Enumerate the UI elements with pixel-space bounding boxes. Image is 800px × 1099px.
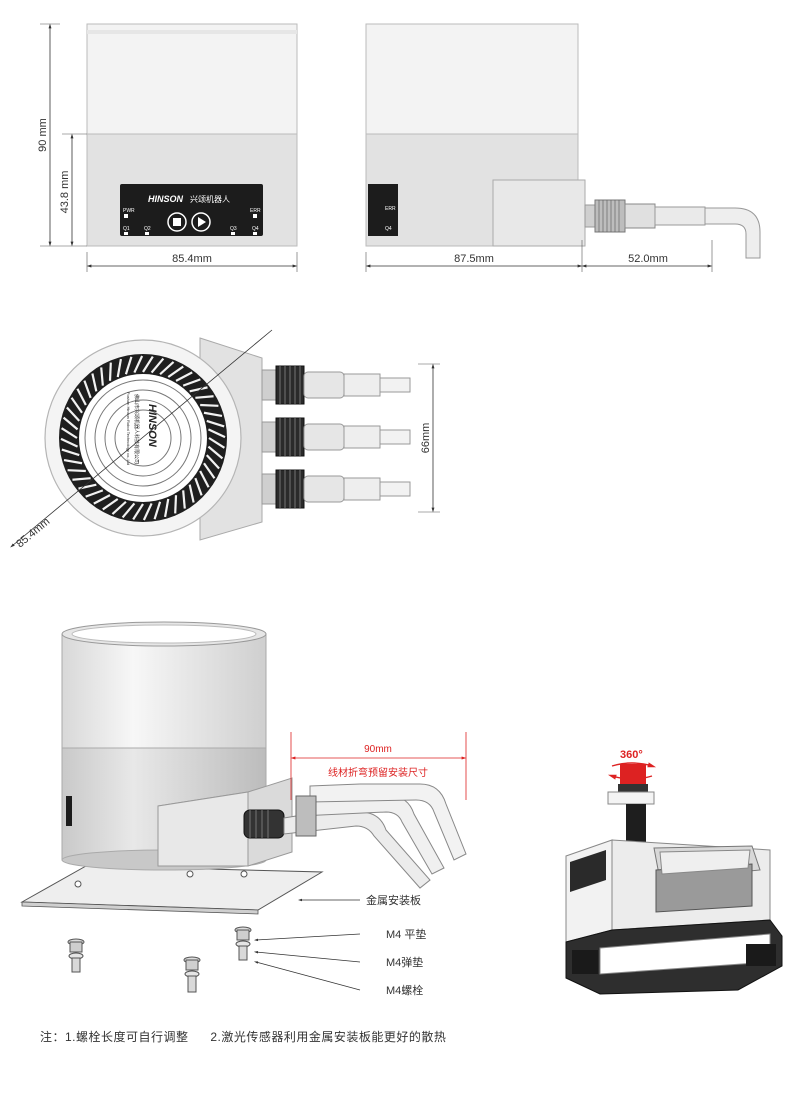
- vent-slot: [124, 356, 133, 375]
- dim-diameter: 85.4mm: [14, 516, 52, 551]
- dim-height-total: 90 mm: [37, 118, 49, 152]
- top-view: HINSON 佛山市兴颂机器人科技有限公司 Foshan Hinson Robo…: [10, 329, 440, 551]
- vent-slot: [67, 469, 86, 473]
- front-brand-cn: 兴颂机器人: [190, 194, 230, 204]
- vent-slot: [93, 494, 111, 505]
- dim-depth-top: 66mm: [420, 423, 432, 454]
- agv-robot-illustration: 360°: [565, 749, 783, 995]
- note-2: 2.激光传感器利用金属安装板能更好的散热: [210, 1030, 447, 1044]
- vent-slot: [60, 437, 79, 448]
- vent-slot: [108, 362, 112, 381]
- vent-slots: [60, 355, 226, 521]
- vent-slot: [61, 448, 80, 457]
- vent-slot: [142, 355, 154, 373]
- install-cables: [243, 783, 467, 889]
- dim-cable-length: 52.0mm: [628, 253, 668, 265]
- vent-slot: [200, 403, 219, 407]
- vent-slot: [205, 454, 220, 470]
- washer-bolt-stack-right: [234, 926, 252, 961]
- vent-slot: [174, 495, 178, 514]
- vent-slot: [102, 498, 119, 511]
- vent-slot: [195, 395, 214, 399]
- vent-slot: [164, 498, 170, 518]
- dim-bend-clearance: 90mm: [364, 744, 392, 755]
- callout-washer: M4 平垫: [386, 927, 426, 941]
- label-q1: Q1: [123, 226, 130, 232]
- vent-slot: [63, 459, 83, 465]
- vent-slot: [182, 490, 186, 509]
- vent-slot: [66, 406, 81, 422]
- label-err: ERR: [250, 208, 261, 214]
- vent-slot: [121, 502, 136, 519]
- side-label-err: ERR: [385, 206, 396, 212]
- front-brand-logo: HINSON: [148, 194, 184, 204]
- vent-slot: [111, 500, 127, 515]
- rotation-label: 360°: [620, 749, 643, 761]
- vent-slot: [199, 470, 210, 488]
- vent-slot: [159, 361, 175, 376]
- vent-slot: [60, 427, 78, 439]
- sensor-red: [620, 764, 646, 784]
- bend-note: 线材折弯预留安装尺寸: [328, 766, 428, 779]
- vent-slot: [153, 501, 162, 520]
- vent-slot: [133, 355, 144, 374]
- washer-bolt-stack-mid: [183, 956, 201, 993]
- label-q2: Q2: [144, 226, 151, 232]
- callout-spring-washer: M4弹垫: [386, 955, 423, 969]
- vent-slot: [85, 489, 104, 498]
- vent-slot: [72, 477, 91, 481]
- vent-slot: [70, 397, 83, 414]
- vent-slot: [189, 386, 208, 393]
- company-name-en: Foshan Hinson Robot Technology co.,Ltd: [126, 392, 131, 465]
- front-view: HINSON 兴颂机器人 PWR ERR Q1 Q2 Q3 Q4 90 mm 4…: [37, 23, 298, 272]
- vent-slot: [194, 477, 203, 496]
- label-q4: Q4: [252, 226, 259, 232]
- vent-slot: [91, 373, 98, 392]
- vent-slot: [206, 419, 225, 428]
- vent-slot: [62, 416, 79, 431]
- vent-slot: [203, 462, 216, 479]
- vent-slot: [167, 365, 184, 378]
- vent-slot: [208, 437, 226, 449]
- vent-slot: [150, 357, 165, 374]
- vent-slot: [175, 371, 193, 382]
- vent-slot: [132, 503, 144, 521]
- label-q3: Q3: [230, 226, 237, 232]
- vent-slot: [203, 411, 223, 417]
- footnote: 注：1.螺栓长度可自行调整 2.激光传感器利用金属安装板能更好的散热: [40, 1028, 464, 1045]
- install-view: 90mm 线材折弯预留安装尺寸 金属安装板 M4 平垫 M4弹垫 M: [20, 621, 467, 997]
- vent-slot: [142, 502, 153, 521]
- top-connector-group: [261, 365, 411, 509]
- vent-slot: [100, 367, 104, 386]
- dim-width-front: 85.4mm: [172, 253, 212, 265]
- vent-slot: [182, 378, 201, 387]
- vent-slot: [83, 380, 92, 399]
- side-view: ERR Q4 87.5mm 52.0mm: [365, 23, 761, 272]
- callout-bolt: M4螺栓: [386, 983, 423, 997]
- washer-bolt-stack-left: [67, 938, 85, 973]
- vent-slot: [188, 484, 195, 503]
- vent-slot: [76, 388, 87, 406]
- callout-plate: 金属安装板: [366, 893, 421, 907]
- vent-slot: [207, 445, 224, 460]
- dim-width-side: 87.5mm: [454, 253, 494, 265]
- company-name-cn: 佛山市兴颂机器人科技有限公司: [133, 394, 140, 464]
- label-pwr: PWR: [123, 208, 135, 214]
- control-panel: [120, 184, 263, 236]
- vent-slot: [207, 428, 226, 439]
- dim-height-lower: 43.8 mm: [59, 171, 71, 214]
- side-label-q4: Q4: [385, 226, 392, 232]
- top-brand-logo: HINSON: [146, 404, 158, 448]
- vent-slot: [116, 358, 122, 378]
- note-1: 注：1.螺栓长度可自行调整: [40, 1030, 189, 1044]
